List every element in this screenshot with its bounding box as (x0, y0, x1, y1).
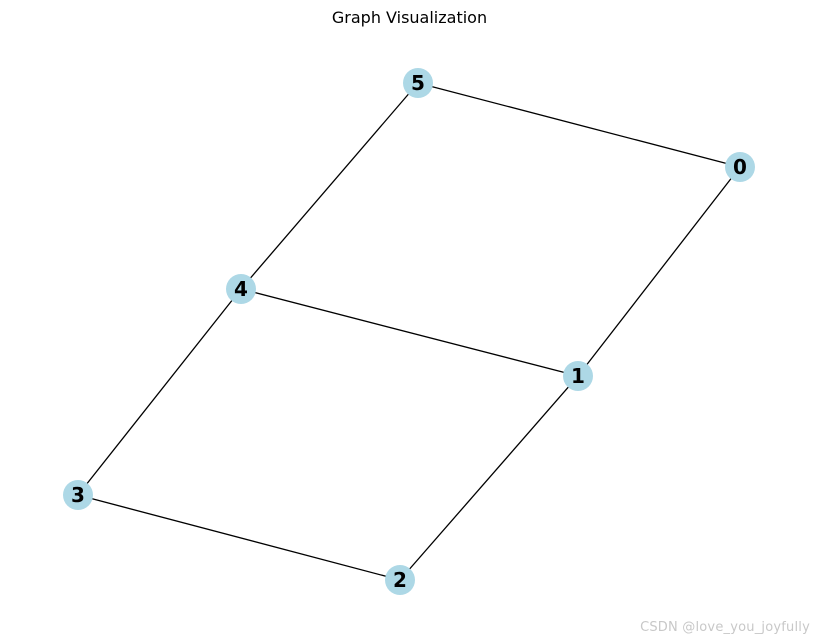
node-0-label: 0 (733, 155, 747, 179)
node-3: 3 (63, 480, 93, 510)
node-5-circle (403, 68, 433, 98)
node-4-circle (226, 274, 256, 304)
node-2-circle (385, 565, 415, 595)
node-5: 5 (403, 68, 433, 98)
node-1-label: 1 (571, 364, 585, 388)
edge-0-1 (577, 166, 741, 377)
node-4: 4 (226, 274, 256, 304)
edge-1-2 (399, 375, 579, 581)
graph-title: Graph Visualization (331, 8, 488, 27)
watermark: CSDN @love_you_joyfully (640, 620, 810, 635)
node-5-label: 5 (411, 71, 425, 95)
edges-layer (77, 82, 741, 581)
edge-0-5 (417, 82, 741, 168)
edge-3-4 (77, 288, 242, 496)
node-2: 2 (385, 565, 415, 595)
edge-1-4 (240, 288, 579, 377)
node-0: 0 (725, 152, 755, 182)
edge-2-3 (77, 494, 401, 581)
node-1: 1 (563, 361, 593, 391)
node-1-circle (563, 361, 593, 391)
node-3-label: 3 (71, 483, 85, 507)
node-2-label: 2 (393, 568, 407, 592)
edge-4-5 (240, 82, 419, 290)
node-0-circle (725, 152, 755, 182)
node-4-label: 4 (234, 277, 248, 301)
nodes-layer: 0 1 2 3 4 5 (63, 68, 755, 595)
node-3-circle (63, 480, 93, 510)
